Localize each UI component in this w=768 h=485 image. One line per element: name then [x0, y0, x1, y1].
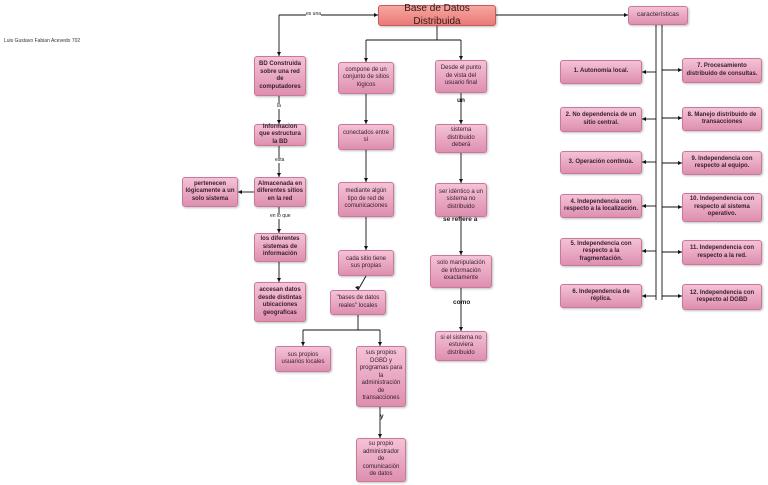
arrowhead	[459, 56, 463, 60]
arrowhead	[459, 327, 463, 331]
node-c9: 9. Independencia con respecto al equipo.	[682, 151, 762, 175]
label-un: un	[457, 97, 465, 104]
arrowhead	[678, 116, 682, 120]
arrowhead	[678, 68, 682, 72]
arrowhead	[642, 294, 646, 298]
arrowhead	[624, 13, 628, 17]
node-compone: compone de un conjunto de sitios lógicos	[338, 62, 394, 94]
arrowhead	[277, 229, 281, 233]
label-en-lo-que: en lo que	[270, 213, 291, 219]
node-usuarios-locales: sus propios usuarios locales	[275, 346, 331, 372]
title-node: Base de Datos Distribuida	[378, 3, 496, 27]
arrowhead	[364, 246, 368, 250]
author-name: Luis Gustavo Fabian Acevedo 702	[4, 38, 81, 44]
label-es-una: es una	[306, 11, 322, 17]
node-c1: 1. Autonomía local.	[560, 60, 642, 84]
node-sistemas-info: los diferentes sistemas de información	[254, 233, 306, 262]
arrowhead	[364, 178, 368, 182]
arrowhead	[459, 179, 463, 183]
arrowhead	[301, 342, 305, 346]
arrowhead	[277, 278, 281, 282]
node-mediante: mediante algún tipo de red de comunicaci…	[338, 182, 394, 217]
node-ser-identico: ser idéntico a un sistema no distribuido	[435, 183, 487, 217]
arrowhead	[238, 190, 242, 194]
arrowhead	[642, 249, 646, 253]
node-c7: 7. Procesamiento distribuido de consulta…	[682, 58, 762, 83]
node-c8: 8. Manejo distribuido de transacciones	[682, 107, 762, 131]
label-y: y	[380, 413, 384, 420]
node-almacenada: Almacenada en diferentes sitios en la re…	[254, 177, 306, 207]
node-c10: 10. Independencia con respecto al sistem…	[682, 193, 762, 222]
arrowhead	[459, 120, 463, 124]
arrowhead	[378, 434, 382, 438]
arrowhead	[642, 117, 646, 121]
node-bases-locales: "bases de datos reales" locales	[330, 290, 386, 315]
node-bd-construida: BD Construida sobre una red de computado…	[254, 56, 306, 96]
arrowhead	[642, 160, 646, 164]
node-sistema-distribuido: sistema distribuido deberá	[435, 124, 487, 153]
node-c12: 12. Independencia con respecto al DGBD	[682, 284, 762, 310]
node-pertenecen: pertenecen lógicamente a un solo sistema	[182, 177, 238, 207]
node-conectados: conectados entre sí	[338, 124, 394, 150]
node-c11: 11. Independencia con respecto a la red.	[682, 240, 762, 265]
node-informacion: Informacion que estructura la BD	[254, 124, 306, 146]
node-si-sistema: si el sistema no estuviera distribuido	[435, 331, 487, 361]
arrowhead	[355, 286, 359, 290]
node-c5: 5. Independencia con respecto a la fragm…	[560, 238, 642, 266]
node-c3: 3. Operación continúa.	[560, 151, 642, 174]
edge-m4	[357, 275, 367, 291]
node-c2: 2. No dependencia de un sitio central.	[560, 107, 642, 132]
arrowhead	[459, 251, 463, 255]
node-accesan: accesan datos desde distintas ubicacione…	[254, 282, 306, 322]
arrowhead	[642, 204, 646, 208]
label-se-refiere: se refiere a	[443, 216, 478, 223]
label-esta: esta	[275, 157, 285, 163]
arrowhead	[277, 173, 281, 177]
label-como: como	[453, 299, 471, 306]
arrowhead	[277, 52, 281, 56]
label-la: la	[277, 103, 281, 109]
arrowhead	[364, 58, 368, 62]
node-solo-manipulacion: solo manipulación de información exactam…	[430, 255, 492, 288]
node-caracteristicas: características	[628, 6, 688, 25]
arrowhead	[277, 120, 281, 124]
node-c6: 6. Independencia de réplica.	[560, 284, 642, 308]
node-c4: 4. Independencia con respecto a la local…	[560, 194, 642, 218]
node-desde-punto: Desde el punto de vista del usuario fina…	[435, 60, 487, 93]
arrowhead	[678, 205, 682, 209]
node-cada-sitio: cada sitio tiene sus propias	[338, 250, 394, 276]
node-administrador: su propio administrador de comunicación …	[356, 438, 406, 482]
arrowhead	[678, 250, 682, 254]
arrowhead	[678, 161, 682, 165]
arrowhead	[378, 342, 382, 346]
arrowhead	[678, 294, 682, 298]
arrowhead	[364, 120, 368, 124]
arrowhead	[642, 70, 646, 74]
node-sgbd: sus propios DGBD y programas para la adm…	[356, 346, 406, 407]
arrowhead	[374, 13, 378, 17]
